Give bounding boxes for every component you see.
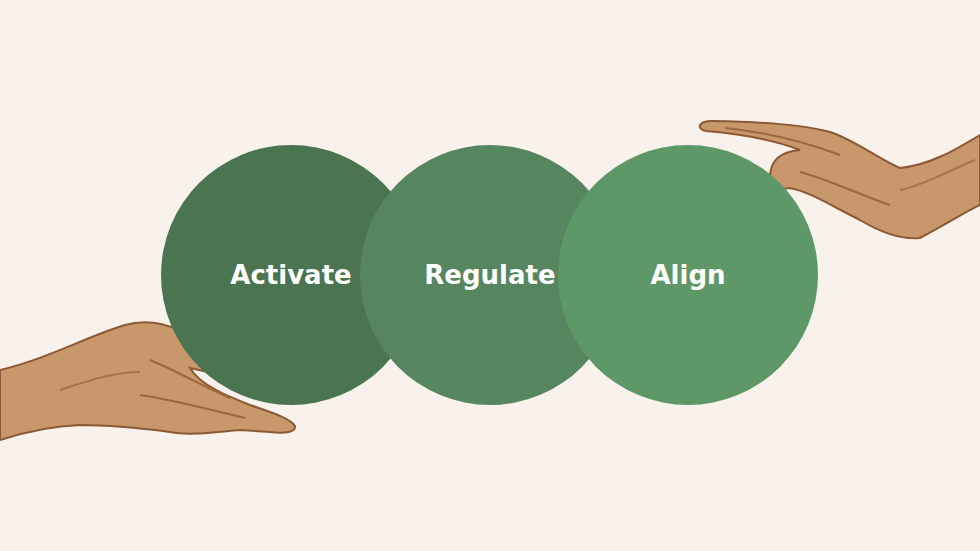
stage-label: Activate — [230, 260, 351, 290]
stage-label: Align — [650, 260, 725, 290]
stage-circle: Align — [558, 145, 818, 405]
stage-label: Regulate — [424, 260, 555, 290]
